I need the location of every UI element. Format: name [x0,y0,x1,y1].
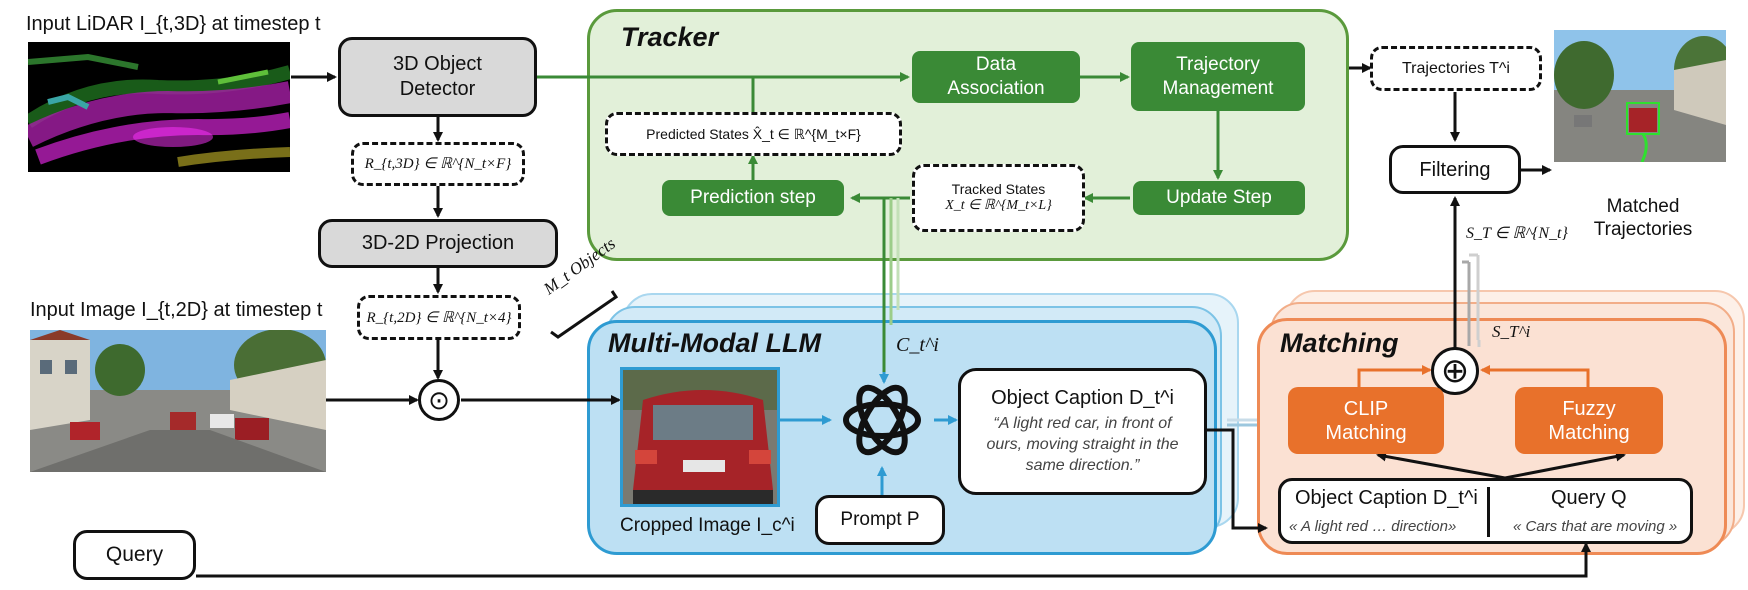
prediction-step-label: Prediction step [690,187,816,209]
tracked-states-line1: Tracked States [951,181,1046,198]
trajectories: Trajectories T^i [1370,46,1542,91]
clip-matching: CLIP Matching [1288,387,1444,454]
tracker-title: Tracker [621,22,719,52]
st-label: S_T ∈ ℝ^{N_t} [1466,225,1568,242]
3d-2d-projection-label: 3D-2D Projection [361,232,515,254]
update-step-label: Update Step [1166,187,1272,209]
data-association: Data Association [912,51,1080,103]
matched-trajectories-image [1554,30,1726,162]
cropped-image-label: Cropped Image I_c^i [620,515,795,536]
llm-caption-text: “A light red car, in front of ours, movi… [986,415,1179,474]
predicted-states: Predicted States X̂_t ∈ ℝ^{M_t×F} [605,112,902,156]
query-box: Query [73,530,196,580]
lidar-pointcloud-image [28,42,290,172]
caption-query-box: Object Caption D_t^i « A light red … dir… [1278,478,1693,544]
matching-caption-head: Object Caption D_t^i [1295,487,1478,509]
image-input-label: Input Image I_{t,2D} at timestep t [30,299,323,321]
matching-query-head: Query Q [1551,487,1627,509]
clip-matching-label: CLIP Matching [1325,397,1407,444]
llm-knot-icon [832,372,932,468]
sti-label: S_T^i [1492,322,1531,341]
camera-input-image [30,330,326,472]
cti-label: C_t^i [896,334,939,356]
tracked-states: Tracked States X_t ∈ ℝ^{M_t×L} [912,164,1085,232]
caption-query-divider [1487,487,1490,537]
matching-title: Matching [1280,328,1399,358]
combine-operator: ⊕ [1431,347,1479,395]
update-step: Update Step [1133,181,1305,215]
tracked-states-line2: X_t ∈ ℝ^{M_t×L} [945,198,1052,213]
filtering: Filtering [1389,145,1521,194]
prediction-step: Prediction step [662,180,844,216]
trajectories-label: Trajectories T^i [1402,59,1510,77]
trajectory-management: Trajectory Management [1131,42,1305,111]
trajectory-management-label: Trajectory Management [1162,53,1274,99]
llm-object-caption: Object Caption D_t^i “A light red car, i… [958,368,1207,495]
fusion-operator: ⊙ [418,379,460,421]
prompt-label: Prompt P [840,508,920,530]
r2d-tensor: R_{t,2D} ∈ ℝ^{N_t×4} [357,295,521,340]
fusion-symbol: ⊙ [428,384,450,415]
filtering-label: Filtering [1419,158,1491,181]
3d-object-detector-label: 3D Object Detector [393,53,482,100]
r2d-label: R_{t,2D} ∈ ℝ^{N_t×4} [366,309,512,326]
fuzzy-matching-label: Fuzzy Matching [1548,397,1630,444]
matched-trajectories-label: Matched Trajectories [1593,196,1693,240]
lidar-input-label: Input LiDAR I_{t,3D} at timestep t [26,13,321,35]
prompt-box: Prompt P [815,495,945,545]
r3d-label: R_{t,3D} ∈ ℝ^{N_t×F} [364,156,512,172]
cropped-image [620,367,780,507]
combine-symbol: ⊕ [1440,352,1470,390]
fuzzy-matching: Fuzzy Matching [1515,387,1663,454]
3d-object-detector: 3D Object Detector [338,37,537,117]
matching-query-quote: « Cars that are moving » [1513,518,1678,535]
predicted-states-label: Predicted States X̂_t ∈ ℝ^{M_t×F} [646,125,861,142]
3d-2d-projection: 3D-2D Projection [318,219,558,268]
query-label: Query [105,543,164,567]
data-association-label: Data Association [947,54,1045,99]
llm-title: Multi-Modal LLM [608,328,821,358]
matching-caption-quote: « A light red … direction» [1289,518,1457,535]
r3d-tensor: R_{t,3D} ∈ ℝ^{N_t×F} [351,142,525,186]
llm-caption-title: Object Caption D_t^i [991,387,1174,410]
